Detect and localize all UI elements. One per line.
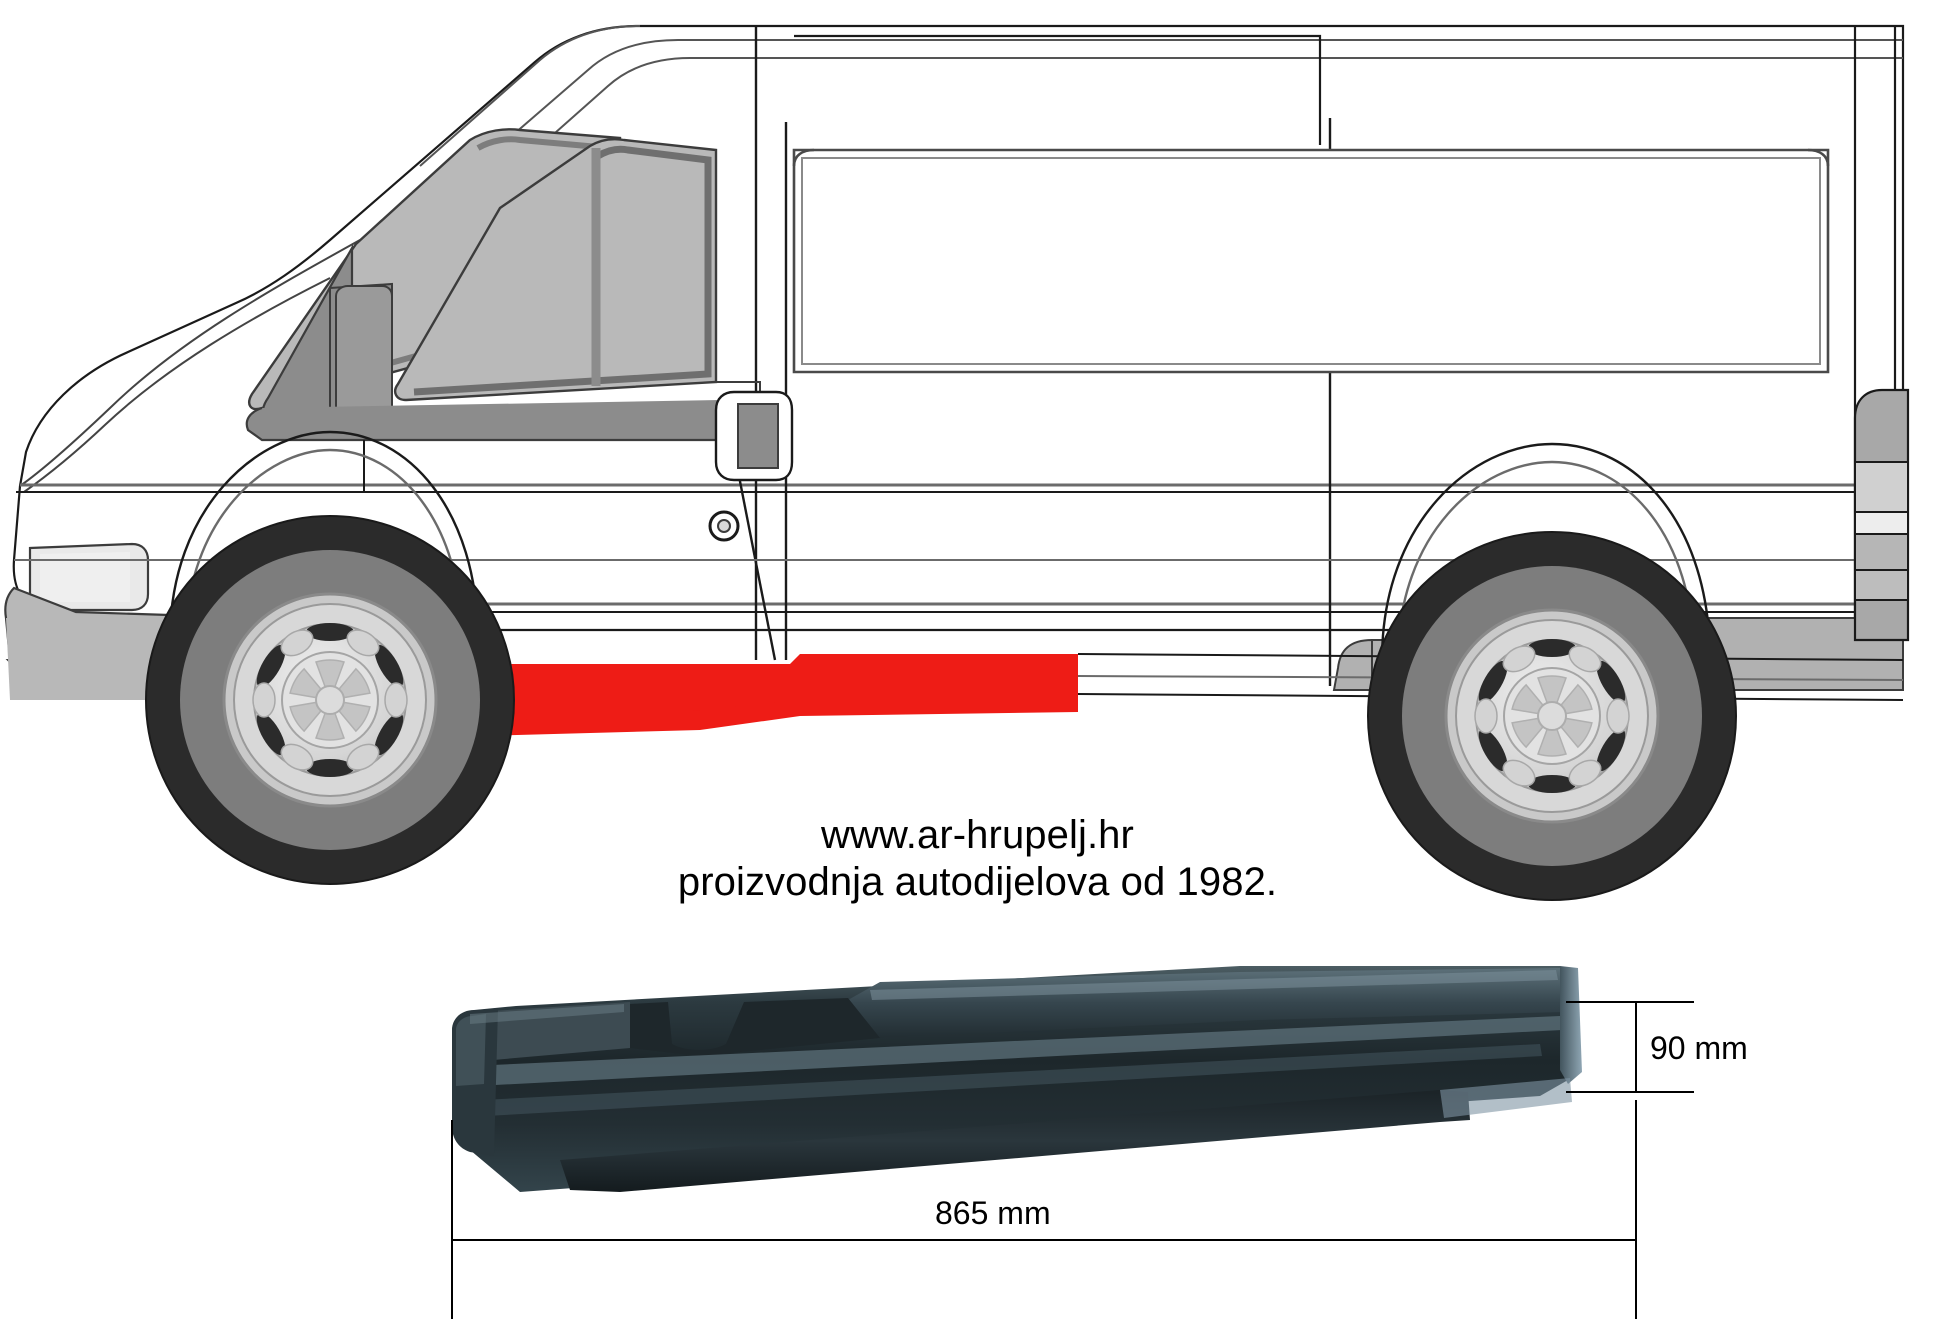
wheel-arch-group — [168, 430, 1712, 661]
rear-hubcap-slots — [1478, 639, 1626, 793]
upper-panel-line — [794, 34, 1322, 145]
panel-right-flange — [1440, 1078, 1572, 1118]
rear-wheel-arch — [1380, 442, 1712, 661]
front-lower-cladding — [6, 618, 176, 700]
cab-glass-group — [245, 128, 761, 492]
quarter-window-rounded — [335, 285, 393, 421]
brand-website: www.ar-hrupelj.hr — [821, 813, 1134, 857]
front-wheel — [145, 515, 515, 885]
panel-second-crease — [482, 1044, 1542, 1116]
cargo-window-frame-inner — [801, 157, 1821, 365]
door-lock-inner — [717, 519, 731, 533]
roof-line — [419, 25, 641, 167]
tail-light-band-4 — [1854, 569, 1909, 601]
door-handle-grip — [737, 403, 779, 469]
tail-light-band-1 — [1854, 461, 1909, 513]
front-hub-cap-center — [315, 685, 345, 715]
height-dimension-label: 90 mm — [1650, 1030, 1748, 1066]
length-dimension-label: 865 mm — [935, 1195, 1051, 1231]
panel-left-top-glint — [470, 1004, 624, 1024]
front-hubcap-bolts — [252, 629, 408, 771]
brand-tagline: proizvodnja autodijelova od 1982. — [677, 860, 1278, 905]
rear-skirt — [1332, 638, 1373, 691]
roof-drip-rail-2 — [519, 57, 1903, 165]
brand-caption: www.ar-hrupelj.hr proizvodnja autodijelo… — [0, 812, 1955, 906]
cargo-window-rounding — [792, 148, 815, 167]
nose-lower-crease — [23, 277, 331, 493]
sill-highlight-clean — [462, 654, 1078, 722]
panel-top-glint — [870, 970, 1558, 1000]
front-door-window-frame — [413, 145, 712, 396]
hood-crease — [19, 239, 361, 487]
sill-red-shape — [462, 654, 1078, 722]
cargo-window-rounding-2 — [1807, 148, 1830, 167]
panel-notch — [630, 998, 880, 1056]
panel-crease-highlight — [470, 1016, 1562, 1086]
panel-right-endcap — [1560, 966, 1582, 1084]
panel-left-end-highlight — [456, 1014, 486, 1086]
roof-drip-rail — [469, 39, 1903, 173]
dimension-lines — [451, 1001, 1694, 1319]
cab-lower-seam — [245, 400, 722, 442]
headlight-inner — [40, 552, 130, 602]
rear-hubcap-bolts — [1474, 645, 1630, 787]
tail-light-band-2 — [1854, 511, 1909, 535]
front-wheel-arch-inner — [184, 448, 464, 641]
tail-light-group — [1853, 388, 1910, 642]
tail-light-band-3 — [1854, 533, 1909, 571]
front-hubcap-slots — [256, 623, 404, 777]
front-wheel-arch — [168, 430, 480, 641]
rear-wheel-arch-inner — [1396, 460, 1696, 661]
sill-panel-photo — [452, 966, 1582, 1192]
rear-hub-cap-center — [1537, 701, 1567, 731]
rear-wheel — [1367, 531, 1737, 901]
panel-lower-lip — [560, 1090, 1470, 1192]
door-hardware-group — [708, 390, 794, 542]
front-door-window-glass — [394, 138, 718, 402]
